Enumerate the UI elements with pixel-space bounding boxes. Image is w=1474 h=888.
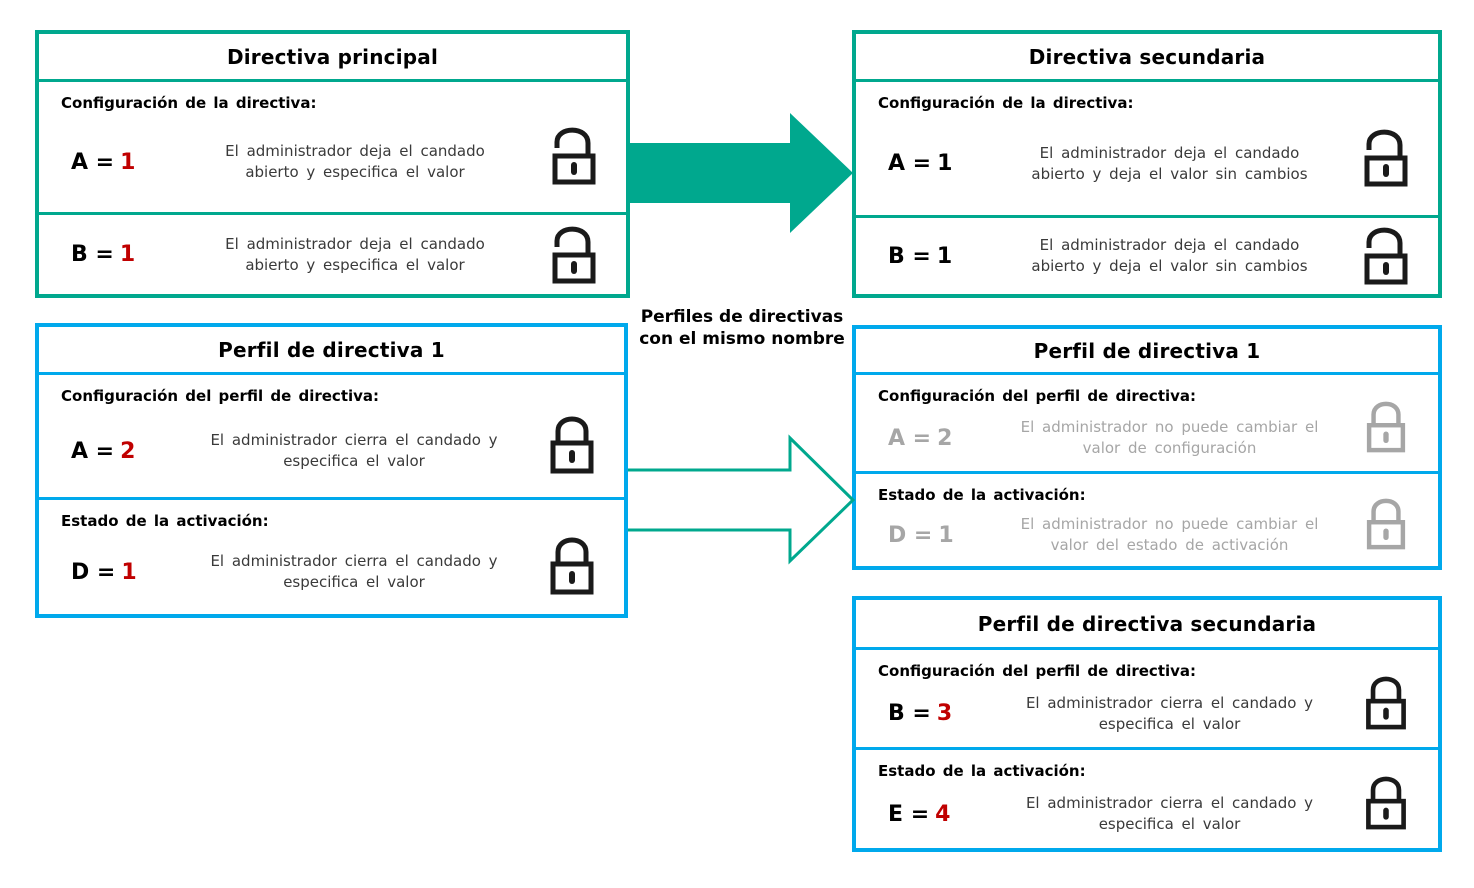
setting-description: El administrador cierra el candado y esp… (210, 552, 498, 591)
setting-value: B =1 (888, 243, 953, 269)
setting-value: B =3 (888, 701, 953, 726)
activation-state-label: Estado de la activación: (878, 762, 1086, 780)
setting-description: El administrador deja el candado abierto… (1031, 143, 1308, 183)
profile-row-d: Estado de la activación: D =1 El adminis… (39, 497, 624, 614)
setting-value: A =2 (71, 438, 136, 464)
policy-profile-1-inherited-title: Perfil de directiva 1 (1033, 338, 1261, 363)
secondary-policy-profile-title: Perfil de directiva secundaria (977, 611, 1317, 636)
setting-value: D =1 (71, 559, 137, 585)
open-lock-icon (521, 82, 626, 212)
setting-value: E =4 (888, 801, 951, 827)
secondary-policy-box: Directiva secundaria Configuración de la… (852, 30, 1442, 298)
setting-value: A =1 (71, 149, 136, 175)
setting-value: B =1 (71, 242, 136, 267)
setting-description: El administrador cierra el candado y esp… (1025, 693, 1314, 733)
secondary-policy-row-b: B =1 El administrador deja el candado ab… (856, 215, 1438, 294)
secondary-policy-profile-box: Perfil de directiva secundaria Configura… (852, 596, 1442, 852)
profile-row-a: Configuración del perfil de directiva: A… (39, 375, 624, 497)
closed-lock-icon (1333, 650, 1438, 747)
inherited-row-d: Estado de la activación: D =1 El adminis… (856, 471, 1438, 566)
setting-description: El administrador no puede cambiar el val… (1020, 418, 1319, 457)
setting-value: A =2 (888, 425, 953, 451)
setting-description: El administrador no puede cambiar el val… (1020, 515, 1319, 554)
setting-description: El administrador deja el candado abierto… (1031, 236, 1308, 275)
policy-profile-1-inherited-header: Perfil de directiva 1 (856, 329, 1438, 375)
policy-profile-1-inherited-box: Perfil de directiva 1 Configuración del … (852, 325, 1442, 570)
secondary-policy-title: Directiva secundaria (1028, 44, 1266, 69)
profiles-same-name-caption: Perfiles de directivas con el mismo nomb… (639, 307, 845, 349)
policy-profile-1-title: Perfil de directiva 1 (218, 337, 445, 362)
profile-settings-label: Configuración del perfil de directiva: (61, 387, 380, 405)
profile-settings-label: Configuración del perfil de directiva: (878, 662, 1197, 680)
main-policy-header: Directiva principal (39, 34, 626, 82)
secondary-policy-header: Directiva secundaria (856, 34, 1438, 82)
setting-description: El administrador cierra el candado y esp… (210, 431, 498, 470)
policy-profile-1-box: Perfil de directiva 1 Configuración del … (35, 323, 628, 618)
main-policy-box: Directiva principal Configuración de la … (35, 30, 630, 298)
secondary-policy-profile-header: Perfil de directiva secundaria (856, 600, 1438, 650)
setting-value: D =1 (888, 522, 954, 548)
main-policy-row-b: B =1 El administrador deja el candado ab… (39, 212, 626, 294)
open-lock-icon (1333, 218, 1438, 294)
closed-lock-icon (1333, 750, 1438, 848)
secondary-policy-row-a: Configuración de la directiva: A =1 El a… (856, 82, 1438, 215)
inheritance-arrow-outline (628, 434, 856, 565)
setting-description: El administrador deja el candado abierto… (225, 234, 485, 274)
activation-state-label: Estado de la activación: (878, 486, 1086, 504)
setting-description: El administrador deja el candado abierto… (225, 142, 485, 181)
policy-profile-1-header: Perfil de directiva 1 (39, 327, 624, 375)
main-policy-title: Directiva principal (226, 44, 439, 69)
open-lock-icon (521, 215, 626, 294)
profile-settings-label: Configuración del perfil de directiva: (878, 387, 1197, 405)
inheritance-arrow-solid (628, 113, 853, 233)
activation-state-label: Estado de la activación: (61, 512, 269, 530)
inherited-row-a: Configuración del perfil de directiva: A… (856, 375, 1438, 471)
policy-settings-label: Configuración de la directiva: (61, 94, 317, 112)
secondary-profile-row-b: Configuración del perfil de directiva: B… (856, 650, 1438, 747)
setting-description: El administrador cierra el candado y esp… (1025, 794, 1314, 833)
secondary-profile-row-e: Estado de la activación: E =4 El adminis… (856, 747, 1438, 848)
policy-settings-label: Configuración de la directiva: (878, 94, 1134, 112)
closed-lock-gray-icon (1333, 474, 1438, 566)
closed-lock-icon (519, 375, 624, 497)
closed-lock-icon (519, 500, 624, 614)
setting-value: A =1 (888, 151, 953, 176)
closed-lock-gray-icon (1333, 375, 1438, 471)
open-lock-icon (1333, 82, 1438, 215)
main-policy-row-a: Configuración de la directiva: A =1 El a… (39, 82, 626, 212)
